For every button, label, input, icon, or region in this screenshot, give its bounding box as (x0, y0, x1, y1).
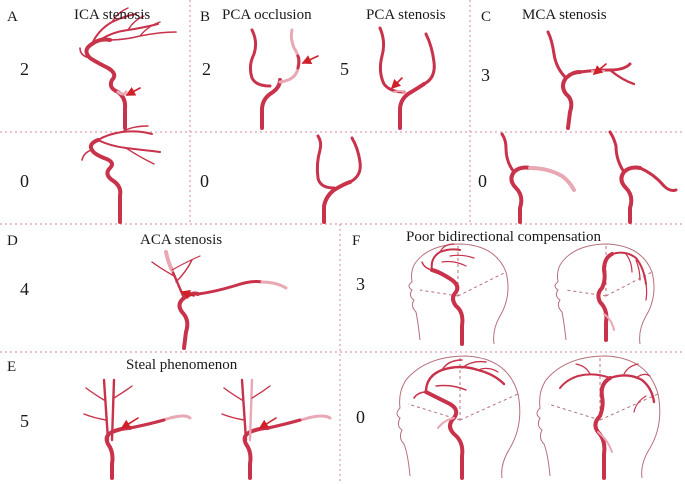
vessel-ica-stenosis (79, 7, 177, 130)
vessel-steal-left (83, 378, 192, 480)
vessel-mca-normal-left (500, 132, 576, 224)
vessel-ica-normal (81, 125, 161, 224)
vessel-f-bottom-left (413, 359, 506, 480)
panel-e-score: 5 (20, 411, 29, 431)
panel-b-title-left: PCA occlusion (222, 7, 312, 23)
panel-b-letter: B (200, 9, 211, 25)
panel-b-score-right: 5 (340, 59, 349, 79)
vessel-f-bottom-right (559, 363, 656, 480)
vessel-f-top-left (421, 243, 475, 346)
panel-f-letter: F (352, 233, 361, 249)
vessel-aca-stenosis (151, 250, 288, 350)
panel-b-title-right: PCA stenosis (366, 7, 446, 23)
vessel-mca-stenosis (546, 30, 636, 130)
panel-d-letter: D (7, 233, 18, 249)
panel-d-title: ACA stenosis (140, 232, 223, 248)
vessel-pca-stenosis (378, 26, 436, 130)
panel-b-score-bottom: 0 (200, 171, 209, 191)
panel-f-score-top: 3 (356, 274, 365, 294)
vessel-pca-normal (315, 134, 362, 224)
head-profile-left-bottom (396, 355, 521, 479)
panel-f-score-bottom: 0 (356, 407, 365, 427)
panel-c-letter: C (481, 9, 492, 25)
panel-f-title: Poor bidirectional compensation (406, 229, 601, 245)
panel-d-score: 4 (20, 279, 29, 299)
vessel-f-top-right (596, 251, 648, 342)
panel-a-score-bottom: 0 (20, 171, 29, 191)
head-profile-left-top (408, 243, 509, 345)
vessel-pca-occlusion (248, 28, 319, 130)
panel-c-title: MCA stenosis (522, 7, 607, 23)
panel-a-title: ICA stenosis (74, 7, 151, 23)
panel-b-score-left: 2 (202, 59, 211, 79)
panel-c-score-top: 3 (481, 65, 490, 85)
panel-a-score-top: 2 (20, 59, 29, 79)
vessel-steal-right (221, 378, 332, 480)
panel-a-letter: A (7, 9, 18, 25)
panel-c-score-bottom: 0 (478, 171, 487, 191)
panel-e-letter: E (7, 359, 17, 375)
panel-e-title: Steal phenomenon (126, 357, 238, 373)
vessel-mca-normal-right (608, 130, 678, 224)
